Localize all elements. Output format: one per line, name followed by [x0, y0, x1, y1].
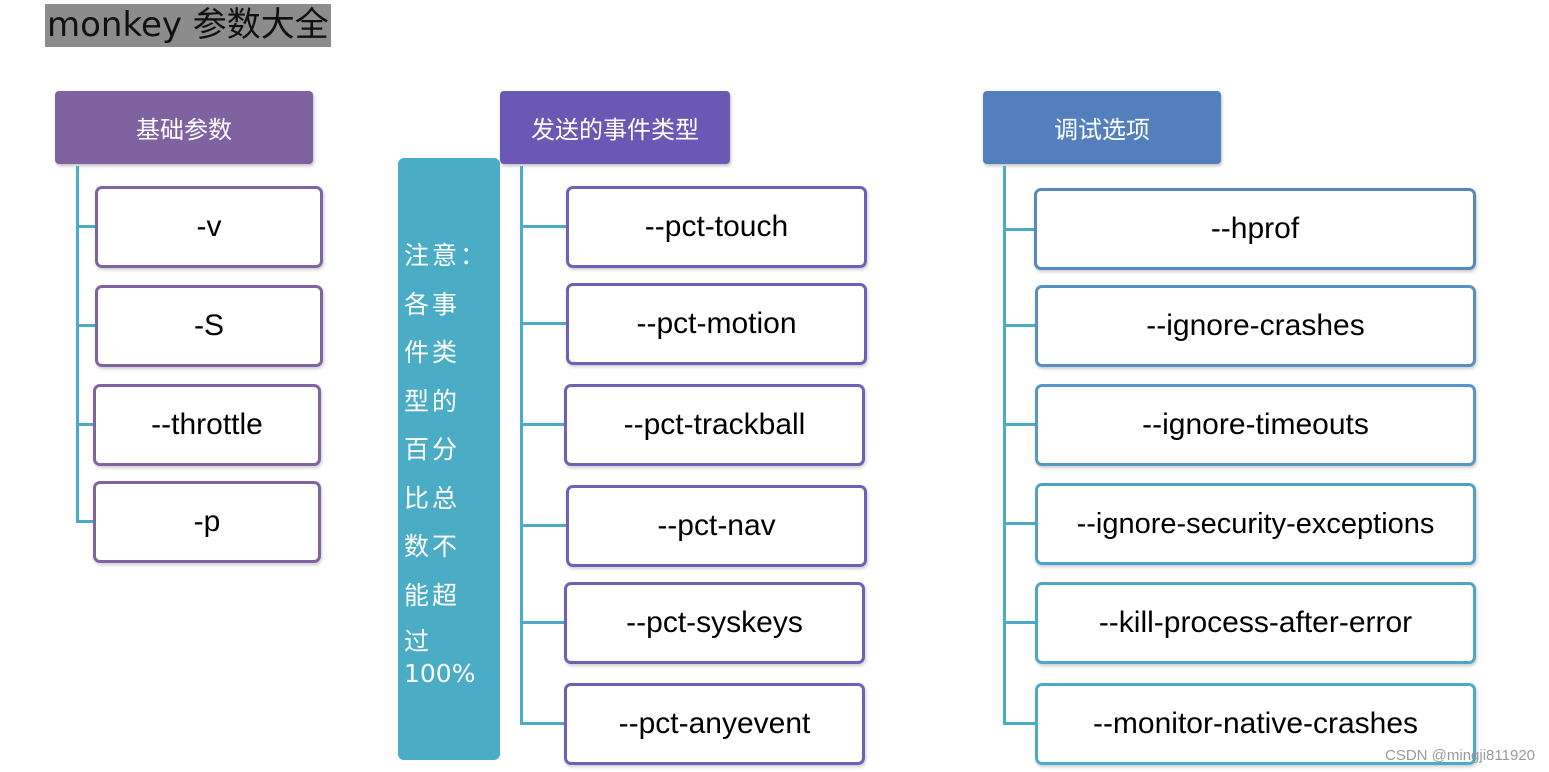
debug-option-item: --ignore-timeouts [1035, 384, 1476, 466]
note-line: 百分 [404, 435, 461, 464]
events-connector-branch [520, 322, 566, 325]
event-types-header: 发送的事件类型 [500, 91, 730, 164]
events-connector-trunk [520, 166, 523, 725]
basic-params-header: 基础参数 [55, 91, 313, 164]
debug-option-item: --ignore-crashes [1035, 285, 1476, 367]
debug-option-item: --kill-process-after-error [1035, 582, 1476, 664]
debug-option-item: --hprof [1034, 188, 1476, 270]
basic-connector-branch [76, 225, 96, 228]
note-line: 数不 [404, 532, 461, 561]
event-type-item: --pct-trackball [564, 384, 865, 466]
debug-connector-branch [1003, 621, 1036, 624]
events-connector-branch [520, 225, 566, 228]
note-line: 各事 [404, 289, 461, 319]
events-connector-branch [520, 524, 566, 527]
event-type-item: --pct-touch [566, 186, 867, 268]
note-line: 能超 [404, 580, 461, 610]
debug-options-header: 调试选项 [983, 91, 1221, 164]
basic-connector-branch [76, 423, 94, 426]
debug-connector-branch [1003, 228, 1035, 231]
watermark: CSDN @mingji811920 [1384, 747, 1535, 764]
basic-connector-trunk [76, 166, 79, 523]
debug-connector-branch [1003, 324, 1036, 327]
basic-connector-branch [76, 520, 94, 523]
event-type-item: --pct-motion [566, 283, 867, 365]
debug-option-item: --monitor-native-crashes [1035, 683, 1476, 765]
note-line: 比总 [404, 483, 461, 513]
percentage-note: 注意： 各事 件类 型的 百分 比总 数不 能超 过 100% [398, 158, 500, 760]
note-line: 型的 [404, 386, 461, 416]
basic-param-item: -S [95, 285, 323, 367]
note-line: 100% [404, 659, 476, 688]
event-type-item: --pct-nav [566, 485, 867, 567]
basic-param-item: -p [93, 481, 321, 563]
event-type-item: --pct-anyevent [564, 683, 865, 765]
note-line: 过 [404, 627, 433, 656]
note-line: 件类 [404, 338, 461, 367]
page-title: monkey 参数大全 [45, 4, 331, 47]
basic-connector-branch [76, 324, 96, 327]
note-line: 注意： [404, 241, 489, 270]
debug-connector-branch [1003, 423, 1036, 426]
debug-connector-branch [1003, 722, 1036, 725]
event-type-item: --pct-syskeys [564, 582, 865, 664]
basic-param-item: --throttle [93, 384, 321, 466]
debug-connector-branch [1003, 522, 1036, 525]
debug-option-item: --ignore-security-exceptions [1035, 483, 1476, 565]
events-connector-branch [520, 621, 565, 624]
debug-connector-trunk [1003, 166, 1006, 725]
events-connector-branch [520, 423, 565, 426]
events-connector-branch [520, 722, 565, 725]
basic-param-item: -v [95, 186, 323, 268]
